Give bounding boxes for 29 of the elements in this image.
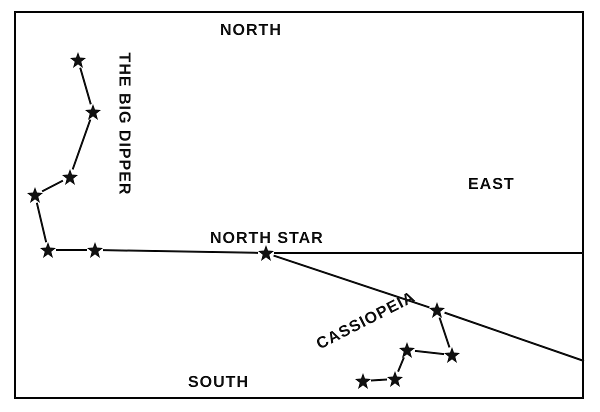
star-mark xyxy=(444,347,460,363)
star-mark xyxy=(27,187,43,203)
star-mark xyxy=(62,169,78,185)
constellation-line xyxy=(42,180,64,192)
constellation-line xyxy=(273,254,430,308)
constellation-line xyxy=(397,357,405,372)
star-mark xyxy=(387,371,403,387)
star-mark xyxy=(85,104,101,120)
star-mark xyxy=(87,242,103,258)
star-mark xyxy=(70,52,86,68)
constellation-line xyxy=(56,249,87,251)
constellation-line xyxy=(438,317,450,348)
constellation-line xyxy=(370,378,388,382)
star-mark xyxy=(429,302,445,318)
constellation-line xyxy=(102,249,258,254)
constellation-line xyxy=(414,350,444,356)
direction-label: NORTH xyxy=(220,22,282,40)
star-mark xyxy=(258,245,274,261)
constellation-name: THE BIG DIPPER xyxy=(114,52,132,196)
star-name: NORTH STAR xyxy=(210,230,324,248)
constellation-line xyxy=(444,312,584,362)
constellation-line xyxy=(79,67,92,105)
constellation-line xyxy=(274,252,584,254)
constellation-line xyxy=(72,119,92,170)
star-mark xyxy=(40,242,56,258)
star-mark xyxy=(355,373,371,389)
direction-label: EAST xyxy=(468,176,515,194)
constellation-line xyxy=(36,202,48,242)
direction-label: SOUTH xyxy=(188,374,249,392)
